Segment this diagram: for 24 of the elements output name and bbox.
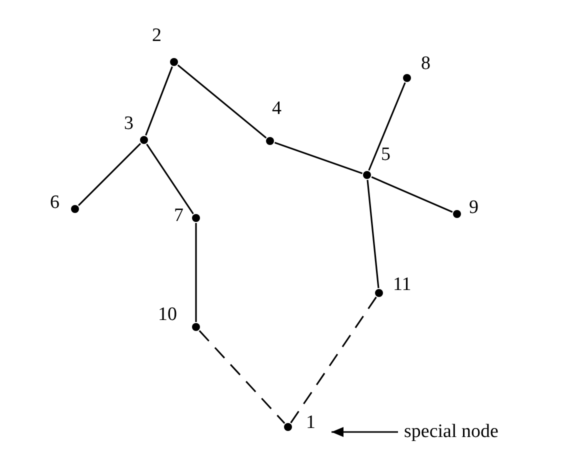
connector-line bbox=[274, 142, 363, 174]
arrow bbox=[332, 427, 398, 437]
connector-line bbox=[198, 330, 286, 424]
connector-line bbox=[146, 144, 194, 214]
node-number: 6 bbox=[50, 193, 60, 213]
connector-line bbox=[371, 176, 453, 213]
node-number: 4 bbox=[272, 99, 282, 119]
connector-line bbox=[78, 142, 142, 206]
node-number: 1 bbox=[306, 413, 316, 433]
node-number: 2 bbox=[152, 26, 162, 46]
connector-line bbox=[290, 296, 377, 424]
node-number: 9 bbox=[469, 198, 478, 218]
node-number: 7 bbox=[174, 206, 184, 226]
connector-line bbox=[366, 180, 380, 288]
node-number: 5 bbox=[381, 145, 390, 165]
node-number: 11 bbox=[393, 275, 412, 295]
connector-line bbox=[195, 223, 197, 322]
node-number: 10 bbox=[158, 305, 177, 325]
connector-line bbox=[368, 82, 406, 171]
node-label: special node bbox=[404, 421, 498, 442]
connector-line bbox=[145, 66, 173, 136]
node-number: 8 bbox=[421, 54, 430, 74]
node-number: 3 bbox=[124, 114, 134, 134]
connector-line bbox=[177, 64, 267, 138]
